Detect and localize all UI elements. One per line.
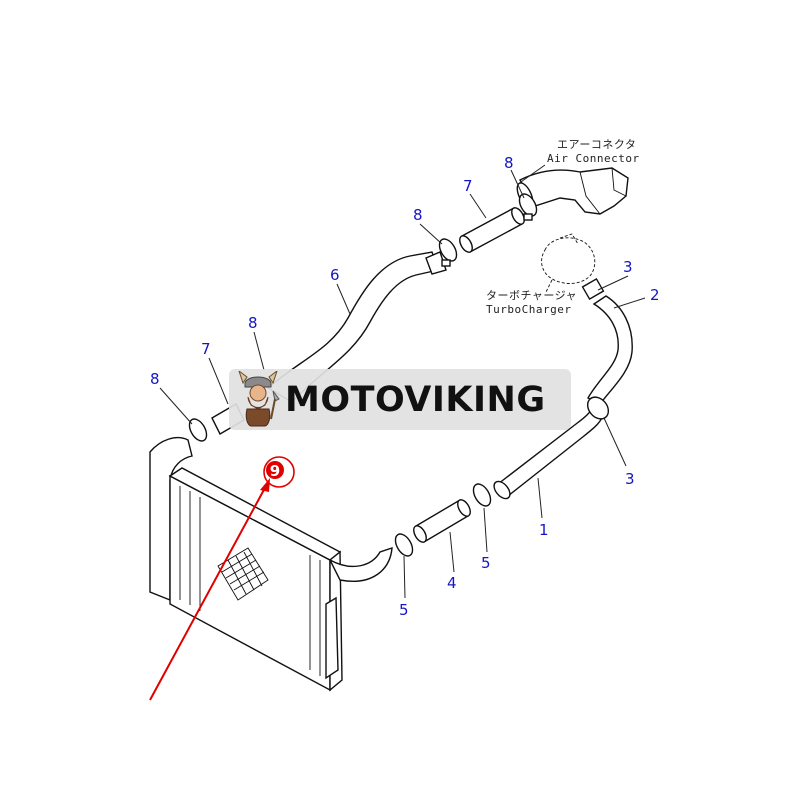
turbocharger-jp-label: ターボチャージャ — [486, 289, 577, 302]
callout-7: 7 — [463, 177, 473, 195]
air-connector-en-label: Air Connector — [547, 152, 640, 165]
viking-logo-icon — [238, 371, 280, 427]
brand-name: MOTOVIKING — [285, 379, 546, 420]
hose-2-part — [581, 277, 633, 405]
clamp-8-upper-part — [438, 193, 538, 267]
callout-2: 2 — [650, 286, 660, 304]
hose-1-part — [493, 396, 610, 500]
callout-8: 8 — [504, 154, 514, 172]
hose-4-part — [394, 483, 492, 557]
hose-7-upper-part — [459, 207, 525, 253]
aftercooler-part — [149, 436, 393, 692]
callout-7: 7 — [201, 340, 211, 358]
turbocharger-en-label: TurboCharger — [486, 303, 571, 316]
hose-6-part — [266, 251, 447, 403]
leader-lines — [159, 164, 646, 599]
callout-5: 5 — [481, 554, 491, 572]
callout-8: 8 — [248, 314, 258, 332]
red-arrow-head — [260, 478, 270, 492]
callout-4: 4 — [447, 574, 457, 592]
callout-3: 3 — [625, 470, 635, 488]
callout-6: 6 — [330, 266, 340, 284]
callout-1: 1 — [539, 521, 549, 539]
air-connector-jp-label: エアーコネクタ — [557, 138, 636, 151]
callout-9: 9 — [270, 462, 280, 480]
callout-5: 5 — [399, 601, 409, 619]
turbocharger-part — [541, 233, 596, 293]
callout-8: 8 — [150, 370, 160, 388]
watermark-banner: MOTOVIKING — [229, 369, 571, 430]
callout-8: 8 — [413, 206, 423, 224]
part-9-highlight: 9 — [149, 456, 295, 701]
callout-3: 3 — [623, 258, 633, 276]
